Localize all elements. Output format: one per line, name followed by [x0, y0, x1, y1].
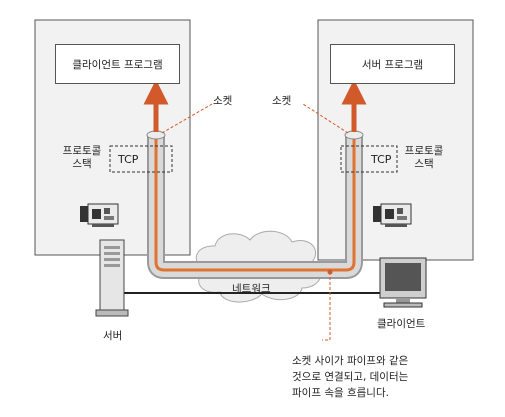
- annotation-text: 소켓 사이가 파이프와 같은 것으로 연결되고, 데이터는 파이프 속을 흐릅니…: [292, 353, 408, 401]
- network-label: 네트워크: [232, 283, 271, 295]
- server-label: 서버: [103, 330, 123, 342]
- right-protocol-line2: 스택: [414, 157, 434, 170]
- right-socket-leader: [302, 103, 349, 134]
- server-tower-icon: [95, 239, 129, 317]
- annotation-leader: [322, 272, 331, 341]
- annotation-line3: 파이프 속을 흐릅니다.: [292, 387, 389, 399]
- left-tcp-box: [109, 145, 173, 173]
- client-program-box: 클라이언트 프로그램: [55, 44, 180, 84]
- left-protocol-stack-label: 프로토콜 스택: [58, 145, 106, 170]
- server-program-label: 서버 프로그램: [361, 58, 424, 71]
- right-tcp-box: [340, 145, 398, 173]
- left-tcp-label: TCP: [118, 153, 139, 166]
- right-network-card-icon: [373, 203, 412, 227]
- client-monitor-icon: [379, 257, 427, 308]
- annotation-line2: 것으로 연결되고, 데이터는: [292, 371, 409, 383]
- server-program-box: 서버 프로그램: [330, 44, 455, 84]
- right-protocol-line1: 프로토콜: [404, 145, 444, 157]
- left-network-card-icon: [80, 203, 119, 227]
- right-socket-opening: [344, 130, 364, 140]
- left-socket-opening: [146, 130, 166, 140]
- client-label: 클라이언트: [377, 318, 426, 330]
- annotation-line1: 소켓 사이가 파이프와 같은: [292, 355, 409, 367]
- annotation-point: [327, 269, 333, 275]
- data-flow-line: [154, 135, 356, 272]
- left-socket-label: 소켓: [213, 95, 233, 107]
- left-protocol-line1: 프로토콜: [62, 145, 102, 157]
- left-protocol-line2: 스택: [72, 157, 92, 170]
- right-socket-label: 소켓: [272, 95, 292, 107]
- client-program-label: 클라이언트 프로그램: [72, 58, 163, 71]
- right-tcp-label: TCP: [371, 153, 392, 166]
- right-protocol-stack-label: 프로토콜 스택: [400, 145, 448, 170]
